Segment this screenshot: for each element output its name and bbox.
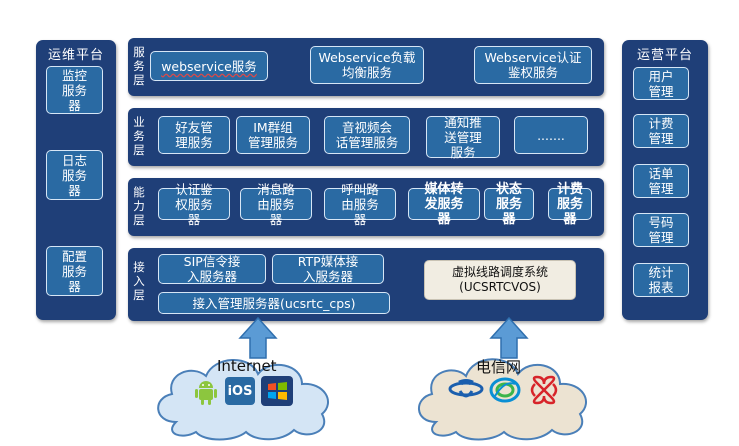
friend-mgmt-service: 好友管 理服务	[158, 116, 230, 154]
auth-server: 认证鉴 权服务 器	[158, 182, 230, 227]
virtual-line-dispatch-system: 虚拟线路调度系统 (UCSRTCVOS)	[424, 260, 576, 300]
media-relay-server: 媒体转 发服务 器	[408, 182, 480, 227]
webservice-service: webservice服务	[150, 51, 268, 81]
ops-platform-panel: 运维平台 监控 服务 器 日志 服务 器 配置 服务 器	[36, 40, 116, 320]
access-mgmt-server-text: 接入管理服务器(ucsrtc_cps)	[192, 295, 356, 311]
china-mobile-icon	[489, 377, 521, 403]
cdr-management: 话单 管理	[633, 164, 689, 198]
push-notify-mgmt-service: 通知推 送管理 服务	[426, 115, 500, 160]
up-arrow-telecom	[489, 316, 529, 359]
access-mgmt-server: 接入管理服务器(ucsrtc_cps)	[158, 292, 390, 314]
ops-platform-title: 运维平台	[47, 48, 104, 63]
webservice-service-text: webservice服务	[161, 58, 257, 74]
service-layer: 服务层 webservice服务 Webservice负载 均衡服务 Webse…	[128, 38, 604, 96]
stats-report: 统计 报表	[633, 263, 689, 297]
webservice-lb-service: Webservice负载 均衡服务	[310, 46, 424, 84]
china-telecom-icon	[448, 379, 484, 398]
capability-layer: 能力层 认证鉴 权服务 器 消息路 由服务 器 呼叫路 由服务 器 媒体转 发服…	[128, 178, 604, 236]
ios-icon: iOS	[225, 377, 255, 405]
more-services: .......	[514, 116, 588, 154]
status-server: 状态 服务 器	[484, 182, 534, 227]
windows-icon	[261, 376, 293, 406]
monitor-server: 监控 服务 器	[46, 66, 103, 114]
up-arrow-internet	[238, 316, 278, 359]
access-layer-label: 接入层	[133, 260, 145, 302]
call-routing-server: 呼叫路 由服务 器	[324, 182, 396, 227]
number-management: 号码 管理	[633, 213, 689, 247]
billing-server: 计费 服务 器	[548, 182, 592, 227]
biz-platform-title: 运营平台	[636, 48, 693, 63]
internet-label: Internet	[217, 357, 277, 375]
biz-platform-panel: 运营平台 用户 管理 计费 管理 话单 管理 号码 管理 统计 报表	[622, 40, 708, 320]
billing-management: 计费 管理	[633, 114, 689, 148]
ios-icon-text: iOS	[227, 383, 253, 399]
android-icon	[195, 381, 217, 405]
business-layer: 业务层 好友管 理服务 IM群组 管理服务 音视频会 话管理服务 通知推 送管理…	[128, 108, 604, 166]
config-server: 配置 服务 器	[46, 246, 103, 296]
capability-layer-label: 能力层	[133, 185, 145, 227]
rtp-access-server: RTP媒体接 入服务器	[272, 254, 384, 284]
telecom-label: 电信网	[476, 358, 522, 376]
access-layer: 接入层 SIP信令接 入服务器 RTP媒体接 入服务器 接入管理服务器(ucsr…	[128, 248, 604, 321]
business-layer-label: 业务层	[133, 115, 145, 157]
user-management: 用户 管理	[633, 67, 689, 100]
webservice-auth-service: Webservice认证 鉴权服务	[474, 46, 592, 84]
im-group-mgmt-service: IM群组 管理服务	[236, 116, 310, 154]
sip-access-server: SIP信令接 入服务器	[158, 254, 266, 284]
av-session-mgmt-service: 音视频会 话管理服务	[324, 116, 410, 154]
china-unicom-icon	[530, 375, 558, 405]
message-routing-server: 消息路 由服务 器	[240, 182, 312, 227]
service-layer-label: 服务层	[133, 45, 145, 87]
log-server: 日志 服务 器	[46, 150, 103, 200]
